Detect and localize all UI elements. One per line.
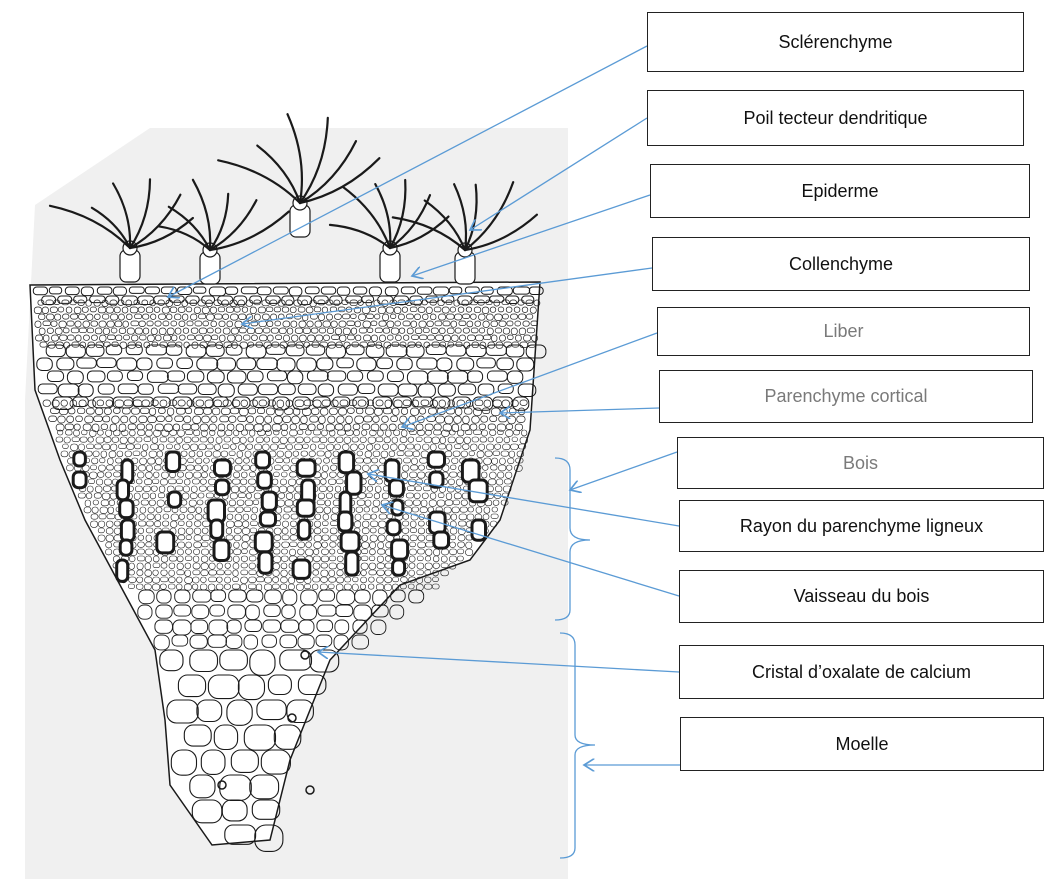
wood-vessel bbox=[346, 552, 358, 575]
wood-vessel bbox=[120, 500, 133, 518]
wood-vessel bbox=[387, 520, 400, 535]
wood-vessel bbox=[392, 500, 403, 515]
wood-vessel bbox=[434, 532, 449, 548]
wood-vessel bbox=[256, 452, 270, 468]
wood-vessel bbox=[255, 532, 272, 552]
wood-vessel bbox=[430, 512, 446, 533]
wood-vessel bbox=[215, 460, 231, 476]
arrow-bois bbox=[570, 452, 677, 490]
wood-vessel bbox=[211, 520, 223, 538]
wood-vessel bbox=[121, 520, 134, 541]
label-rayon: Rayon du parenchyme ligneux bbox=[679, 500, 1044, 552]
wood-vessel bbox=[472, 520, 486, 540]
wood-vessel bbox=[214, 540, 229, 561]
label-collenchyme: Collenchyme bbox=[652, 237, 1030, 291]
label-bois: Bois bbox=[677, 437, 1044, 489]
wood-vessel bbox=[258, 472, 272, 488]
wood-vessel bbox=[293, 560, 310, 578]
wood-vessel bbox=[259, 552, 272, 573]
wood-vessel bbox=[392, 540, 408, 559]
wood-vessel bbox=[297, 500, 314, 516]
wood-vessel bbox=[347, 472, 361, 494]
label-moelle: Moelle bbox=[680, 717, 1044, 771]
wood-vessel bbox=[393, 560, 405, 575]
wood-vessel bbox=[117, 560, 128, 581]
label-parenchyme-cortical: Parenchyme cortical bbox=[659, 370, 1033, 423]
label-epiderme: Epiderme bbox=[650, 164, 1030, 218]
wood-vessel bbox=[297, 460, 315, 476]
wood-vessel bbox=[298, 520, 310, 539]
wood-vessel bbox=[168, 492, 180, 507]
wood-vessel bbox=[260, 512, 275, 526]
wood-vessel bbox=[166, 452, 179, 472]
wood-vessel bbox=[216, 480, 229, 495]
label-cristal: Cristal d’oxalate de calcium bbox=[679, 645, 1044, 699]
wood-vessel bbox=[341, 532, 359, 551]
label-sclerenchyme: Sclérenchyme bbox=[647, 12, 1024, 72]
wood-vessel bbox=[73, 472, 86, 488]
wood-vessel bbox=[157, 532, 174, 553]
wood-vessel bbox=[339, 512, 352, 531]
wood-vessel bbox=[117, 480, 128, 500]
wood-vessel bbox=[262, 492, 276, 510]
label-vaisseau: Vaisseau du bois bbox=[679, 570, 1044, 623]
label-liber: Liber bbox=[657, 307, 1030, 356]
wood-vessel bbox=[389, 480, 403, 496]
label-poil-tecteur: Poil tecteur dendritique bbox=[647, 90, 1024, 146]
wood-vessel bbox=[339, 452, 354, 473]
wood-vessel bbox=[74, 452, 86, 466]
wood-vessel bbox=[120, 540, 132, 555]
wood-vessel bbox=[428, 452, 444, 467]
